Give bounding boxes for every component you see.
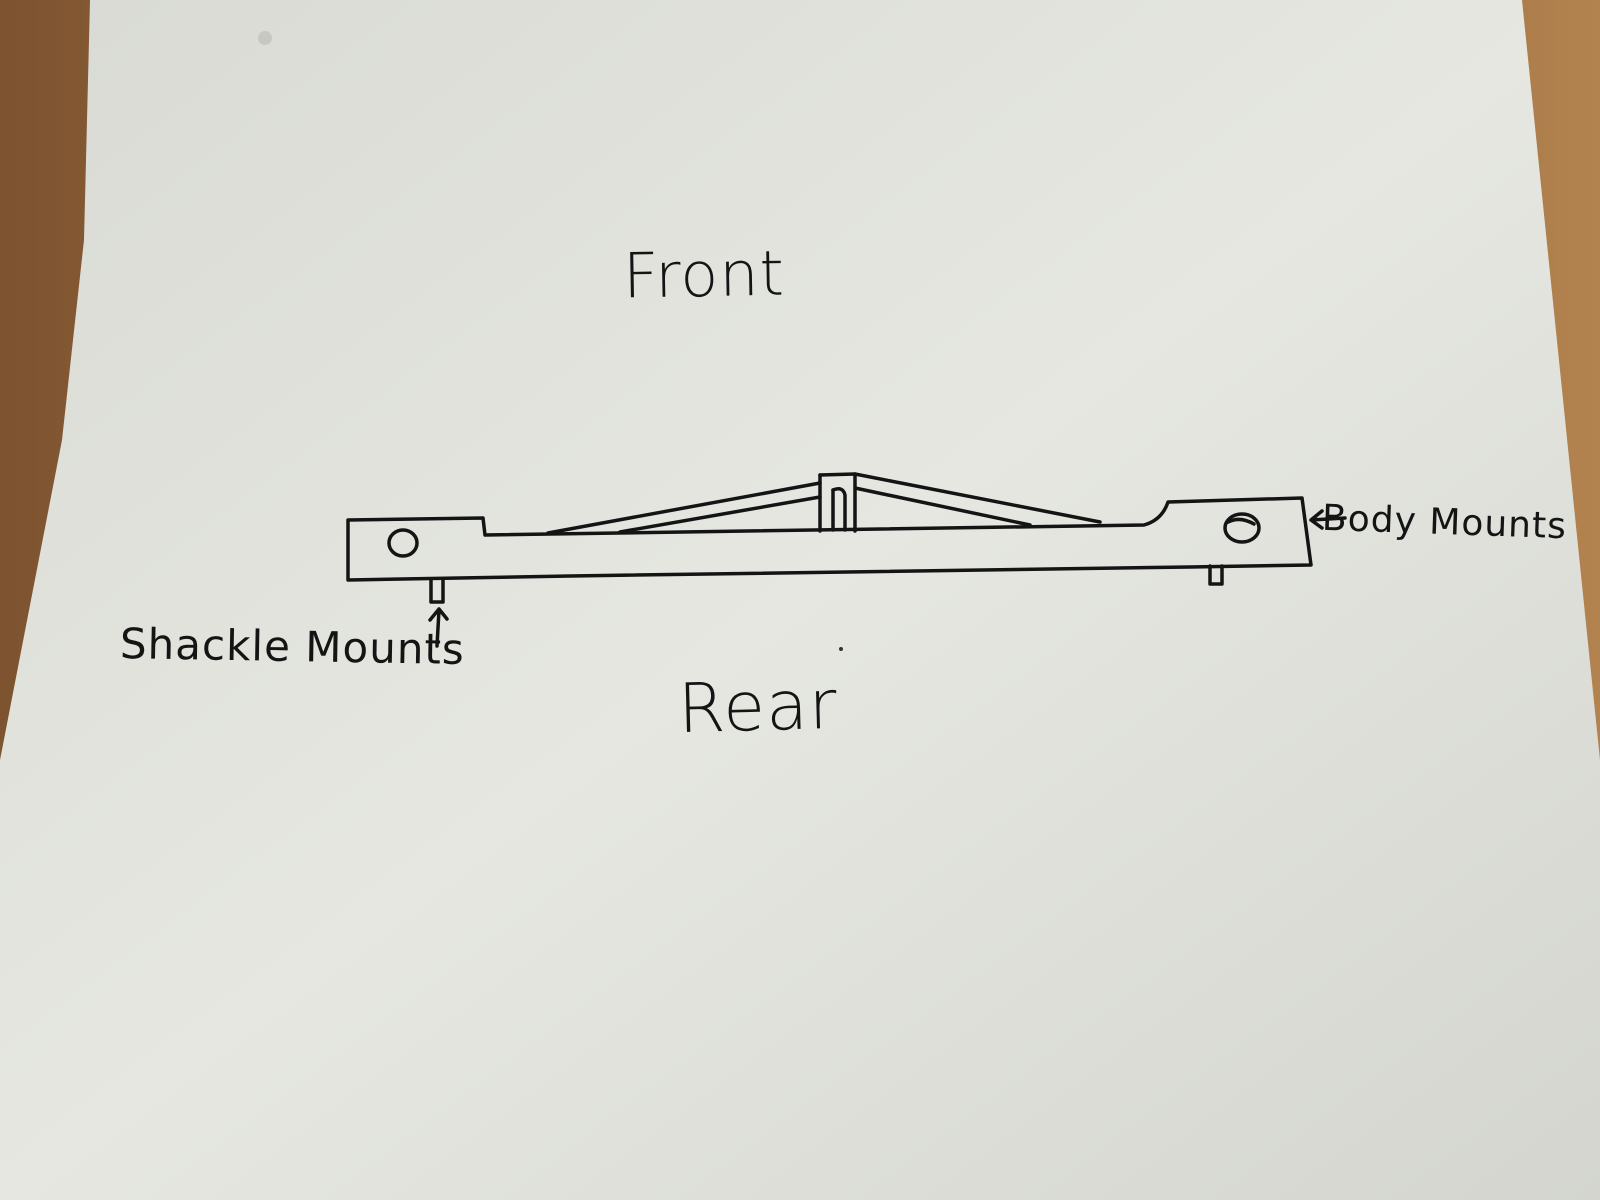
axle-drawing [346,472,1347,648]
body-mounts-label: Body Mounts [1321,497,1568,548]
left-body-mount-hole [387,528,419,558]
front-label: Front [622,236,786,313]
rear-label: Rear [676,665,839,750]
left-truss-upper [546,481,822,535]
right-truss-lower [853,486,1032,527]
shackle-arrow [428,607,449,648]
left-truss-lower [618,495,822,534]
right-truss-upper [853,472,1102,524]
right-body-mount-hole [1223,512,1261,544]
shackle-mounts-label: Shackle Mounts [119,618,466,675]
left-shackle-mount [429,578,445,604]
body-mount-arrow [1309,509,1347,530]
right-shackle-mount [1208,564,1224,586]
